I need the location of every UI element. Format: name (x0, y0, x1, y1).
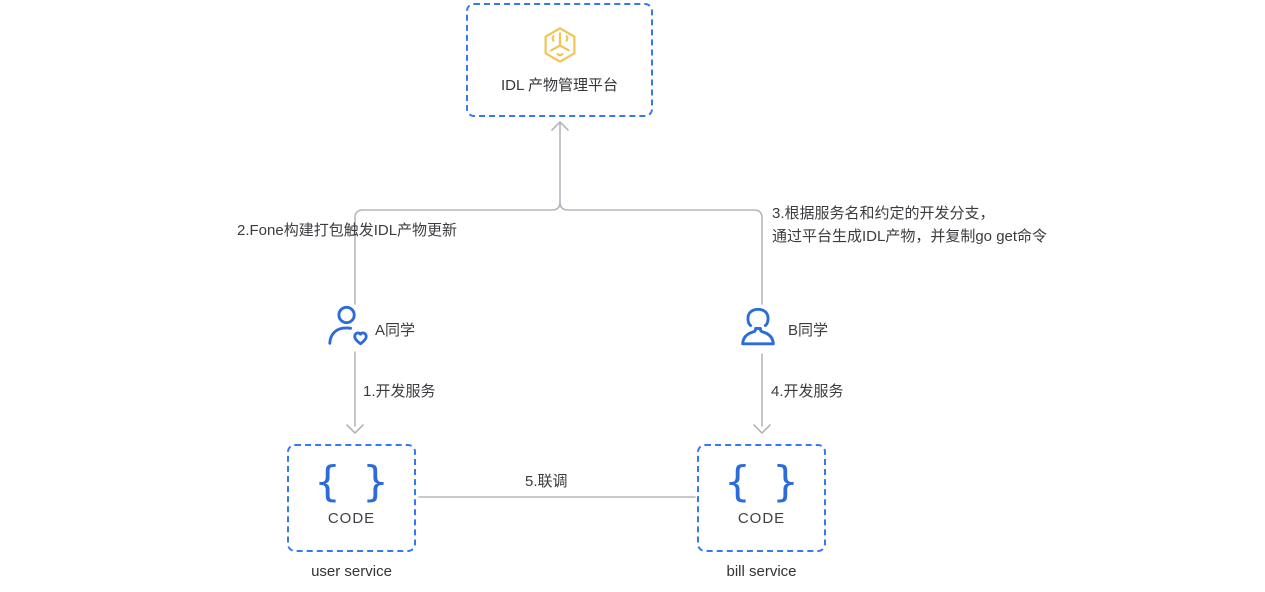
bill-service-node: { } CODE (697, 444, 826, 552)
user-service-node: { } CODE (287, 444, 416, 552)
code-braces-icon: { } (724, 457, 799, 506)
person-heart-icon (328, 305, 368, 346)
edge-actor-a-to-platform (354, 123, 561, 305)
code-braces-icon: { } (314, 457, 389, 506)
arrowhead-up-platform (551, 121, 569, 131)
user-service-code-label: CODE (327, 510, 376, 527)
bill-service-code-label: CODE (737, 510, 786, 527)
step3-label-line2: 通过平台生成IDL产物，并复制go get命令 (772, 228, 1048, 245)
step4-label: 4.开发服务 (771, 383, 844, 400)
person-female-icon (741, 307, 775, 346)
hexagon-mascot-icon (544, 27, 575, 63)
step3-label: 3.根据服务名和约定的开发分支， 通过平台生成IDL产物，并复制go get命令 (772, 202, 1047, 248)
step1-label: 1.开发服务 (363, 383, 436, 400)
edge-actor-b-to-platform (559, 201, 763, 305)
arrowhead-down-user-service (346, 424, 364, 434)
step5-label: 5.联调 (525, 473, 568, 490)
platform-label: IDL 产物管理平台 (501, 77, 618, 94)
bill-service-name: bill service (726, 563, 797, 580)
platform-node: IDL 产物管理平台 (466, 3, 653, 117)
step2-label: 2.Fone构建打包触发IDL产物更新 (237, 222, 458, 239)
actor-b-label: B同学 (788, 322, 829, 339)
arrowhead-down-bill-service (753, 424, 771, 434)
user-service-name: user service (311, 563, 392, 580)
step3-label-line1: 3.根据服务名和约定的开发分支， (772, 205, 995, 222)
actor-a-label: A同学 (375, 322, 416, 339)
